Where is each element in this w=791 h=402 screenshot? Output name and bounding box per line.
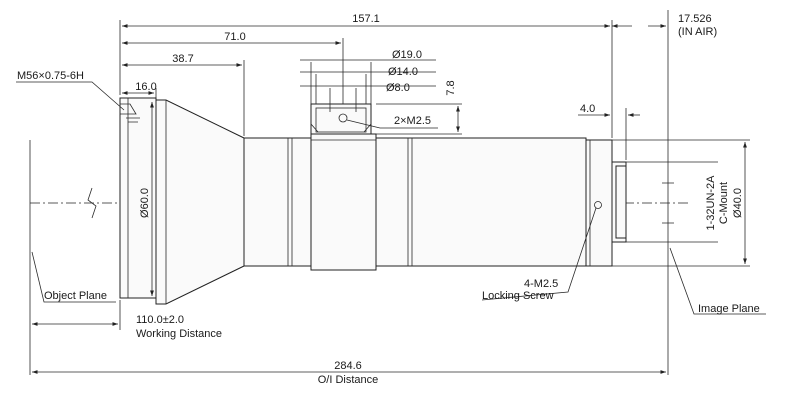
working-distance-value: 110.0±2.0	[136, 314, 184, 326]
object-plane-label: Object Plane	[44, 290, 107, 302]
dim-71: 71.0	[122, 31, 344, 104]
dia-19-label: Ø19.0	[392, 49, 422, 61]
screw-2m25-label: 2×M2.5	[394, 115, 431, 127]
iris-boss-diameters: Ø19.0 Ø14.0 Ø8.0	[300, 49, 436, 112]
dim-38-7-label: 38.7	[172, 53, 193, 65]
lens-body	[119, 97, 627, 305]
dia-60-label: Ø60.0	[139, 188, 151, 218]
dim-4-label: 4.0	[580, 103, 595, 115]
object-plane	[29, 140, 97, 375]
dim-working-distance: 110.0±2.0 Working Distance	[32, 300, 222, 340]
dia-40-label: Ø40.0	[732, 188, 744, 218]
working-distance-label: Working Distance	[136, 328, 222, 340]
image-plane-label: Image Plane	[698, 303, 760, 315]
dim-dia-60: Ø60.0	[139, 102, 154, 296]
front-thread-label: M56×0.75-6H	[17, 70, 84, 82]
c-mount-callout: 1-32UN-2A C-Mount	[626, 161, 730, 243]
oi-distance-value: 284.6	[334, 360, 362, 372]
oi-distance-label: O/I Distance	[318, 374, 379, 386]
back-focal-value: 17.526	[678, 13, 712, 25]
dia-14-label: Ø14.0	[388, 66, 418, 78]
dim-16-label: 16.0	[135, 81, 156, 93]
dim-71-label: 71.0	[224, 31, 245, 43]
dim-16: 16.0	[122, 81, 157, 98]
dim-back-focal: 17.526 (IN AIR)	[612, 13, 717, 38]
dim-overall-label: 157.1	[352, 13, 380, 25]
locking-screw-label: Locking Screw	[482, 290, 554, 302]
object-plane-callout: Object Plane	[31, 251, 116, 303]
dim-7-8-label: 7.8	[445, 80, 457, 95]
dim-overall: 157.1	[119, 13, 613, 138]
dim-oi-distance: 284.6 O/I Distance	[32, 360, 666, 386]
screw-2m25-callout: 2×M2.5	[346, 115, 438, 129]
dim-7-8: 7.8	[376, 80, 462, 135]
mount-name-label: C-Mount	[718, 182, 730, 224]
dim-4: 4.0	[578, 103, 640, 160]
image-plane-callout: Image Plane	[669, 247, 766, 315]
back-focal-note: (IN AIR)	[678, 26, 717, 38]
locking-screw-callout: 4-M2.5 Locking Screw	[481, 207, 597, 302]
front-thread-callout: M56×0.75-6H	[16, 70, 125, 111]
locking-screw-size: 4-M2.5	[524, 278, 558, 290]
mount-thread-label: 1-32UN-2A	[705, 175, 717, 231]
dim-dia-40: Ø40.0	[612, 139, 750, 267]
image-plane	[662, 10, 674, 375]
dia-8-label: Ø8.0	[386, 82, 410, 94]
dim-38-7: 38.7	[122, 53, 245, 136]
